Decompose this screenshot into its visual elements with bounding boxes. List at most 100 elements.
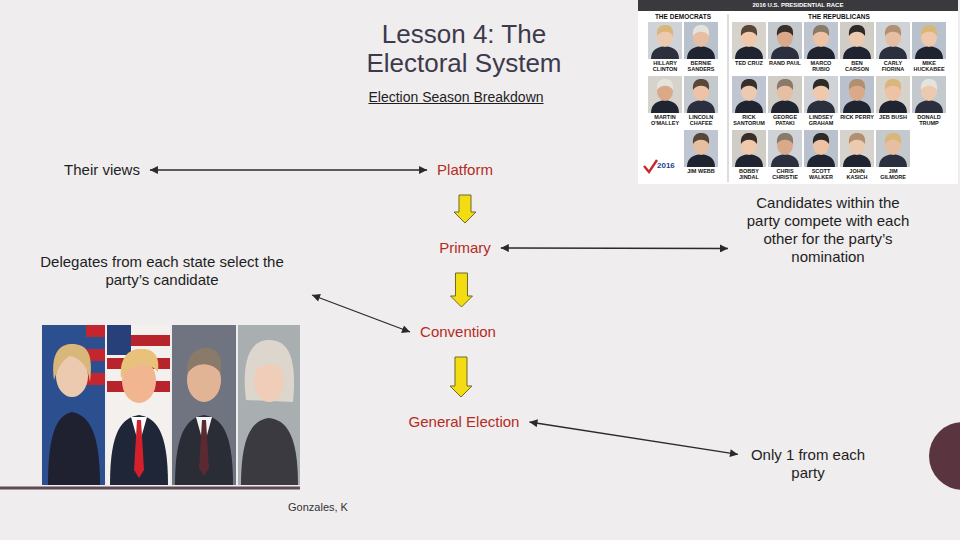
candidate-thumbnail: [840, 130, 874, 167]
thumbnail-suit: [687, 46, 715, 59]
vote-check-mark: [644, 160, 657, 172]
hair: [245, 340, 294, 402]
block-arrow: [454, 195, 476, 223]
candidate-thumbnail: [912, 22, 946, 59]
thumbnail-hair: [885, 79, 901, 90]
jacket: [48, 412, 100, 485]
candidate-name: JOHN KASICH: [839, 169, 875, 181]
thumbnail-suit: [687, 100, 715, 113]
block-arrow: [450, 357, 472, 397]
flag-canton: [107, 325, 131, 355]
candidate-photo: [42, 325, 105, 485]
thumbnail-background: [912, 22, 946, 59]
fringe: [254, 352, 285, 372]
candidate-name: RICK PERRY: [839, 115, 875, 121]
hair: [121, 349, 159, 378]
thumbnail-hair: [657, 79, 673, 90]
step-text: Delegates from each state select the par…: [22, 253, 302, 289]
thumbnail-hair: [741, 133, 757, 144]
flow-step: Primary: [429, 225, 501, 271]
corner-circle: [929, 422, 960, 490]
thumbnail-hair: [849, 25, 865, 36]
thumbnail-background: [684, 22, 718, 59]
thumbnail-hair: [849, 79, 865, 90]
thumbnail-background: [732, 22, 766, 59]
photo-background: [238, 325, 300, 485]
flow-step: Candidates within the party compete with…: [728, 188, 928, 272]
thumbnail-background: [840, 130, 874, 167]
candidate-thumbnail: [912, 76, 946, 113]
thumbnail-suit: [735, 154, 763, 167]
thumbnail-background: [684, 76, 718, 113]
candidate-name: CARLY FIORINA: [875, 61, 911, 73]
thumbnail-hair: [741, 79, 757, 90]
candidate-thumbnail: [768, 22, 802, 59]
thumbnail-background: [876, 22, 910, 59]
thumbnail-suit: [807, 46, 835, 59]
double-arrow-line: [312, 295, 410, 332]
party-heading: THE DEMOCRATS: [640, 13, 726, 21]
step-text: Convention: [420, 323, 496, 341]
top: [241, 418, 298, 485]
flag-stripe: [86, 325, 105, 337]
candidate-name: BEN CARSON: [839, 61, 875, 73]
thumbnail-suit: [771, 100, 799, 113]
candidate-thumbnail: [840, 22, 874, 59]
candidate-name: JIM WEBB: [683, 169, 719, 175]
flow-step: Platform: [427, 147, 503, 193]
thumbnail-suit: [915, 100, 943, 113]
thumbnail-background: [732, 76, 766, 113]
candidate-thumbnail: [732, 76, 766, 113]
thumbnail-suit: [807, 154, 835, 167]
suit: [175, 415, 233, 485]
thumbnail-suit: [843, 100, 871, 113]
logo-year: 2016: [657, 161, 683, 171]
thumbnail-hair: [921, 25, 937, 36]
candidate-photo: [172, 325, 236, 485]
photo-background: [172, 325, 236, 485]
candidate-name: SCOTT WALKER: [803, 169, 839, 181]
candidate-name: MIKE HUCKABEE: [911, 61, 947, 73]
step-text: Their views: [64, 161, 140, 179]
photo-background: [107, 325, 170, 485]
thumbnail-hair: [657, 25, 673, 36]
collage-heading: 2016 U.S. PRESIDENTIAL RACE: [640, 2, 956, 9]
thumbnail-hair: [921, 79, 937, 90]
party-divider: [728, 14, 729, 182]
thumbnail-background: [648, 76, 682, 113]
thumbnail-suit: [651, 100, 679, 113]
candidate-name: CHRIS CHRISTIE: [767, 169, 803, 181]
thumbnail-background: [768, 76, 802, 113]
collage-background: [638, 0, 958, 184]
candidate-name: JIM GILMORE: [875, 169, 911, 181]
rule-line: [0, 487, 300, 490]
candidate-thumbnail: [840, 76, 874, 113]
candidate-thumbnail: [876, 130, 910, 167]
thumbnail-hair: [741, 25, 757, 36]
candidate-thumbnail: [684, 22, 718, 59]
thumbnail-hair: [777, 79, 793, 90]
thumbnail-suit: [687, 154, 715, 167]
thumbnail-suit: [651, 46, 679, 59]
collage-header-band: [638, 0, 958, 11]
candidate-name: BERNIE SANDERS: [683, 61, 719, 73]
thumbnail-suit: [879, 46, 907, 59]
thumbnail-background: [876, 130, 910, 167]
thumbnail-background: [840, 22, 874, 59]
candidate-name: GEORGE PATAKI: [767, 115, 803, 127]
thumbnail-hair: [813, 25, 829, 36]
double-arrow-line: [529, 422, 738, 454]
candidate-thumbnail: [768, 130, 802, 167]
thumbnail-suit: [771, 46, 799, 59]
candidate-thumbnail: [684, 130, 718, 167]
candidate-thumbnail: [648, 22, 682, 59]
thumbnail-suit: [879, 154, 907, 167]
thumbnail-suit: [735, 46, 763, 59]
suit: [110, 415, 168, 485]
thumbnail-background: [768, 22, 802, 59]
candidate-name: TED CRUZ: [731, 61, 767, 67]
hair: [187, 348, 221, 374]
candidate-name: MARTIN O'MALLEY: [647, 115, 683, 127]
subtitle: Election Season Breakdown: [346, 89, 566, 106]
